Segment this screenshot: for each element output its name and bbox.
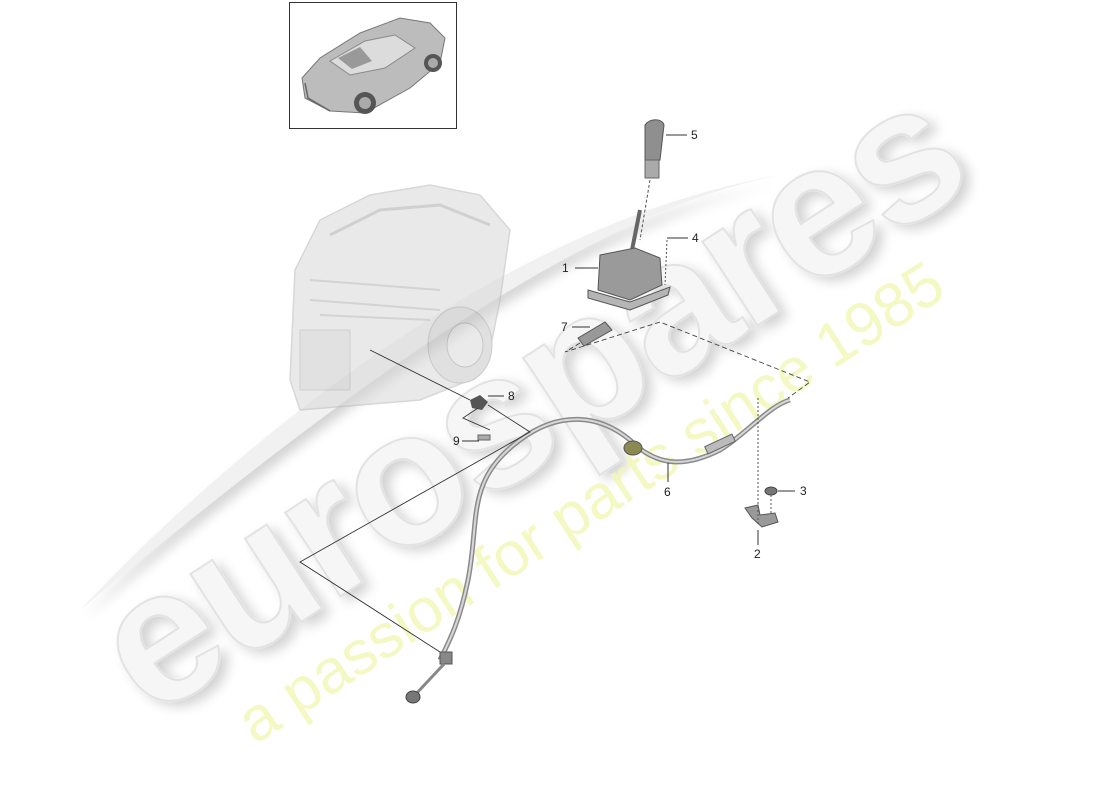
callout-3[interactable]: 3	[800, 484, 807, 498]
bolt-part	[477, 434, 491, 441]
nut-part	[764, 486, 778, 496]
transmission-bracket-part	[470, 395, 488, 410]
callout-8[interactable]: 8	[508, 389, 515, 403]
cable-end-part	[405, 651, 453, 704]
selector-cable-part	[437, 397, 791, 662]
cable-clip-part	[577, 321, 613, 347]
callout-2[interactable]: 2	[754, 547, 761, 561]
callout-1[interactable]: 1	[562, 261, 569, 275]
callout-7[interactable]: 7	[561, 320, 568, 334]
gear-knob-part	[644, 119, 665, 179]
cable-bracket-part	[744, 504, 779, 528]
transmission-part	[289, 184, 511, 411]
shift-housing-part	[587, 209, 671, 311]
callout-4[interactable]: 4	[692, 231, 699, 245]
vehicle-thumbnail	[289, 2, 457, 129]
callout-6[interactable]: 6	[664, 485, 671, 499]
callout-5[interactable]: 5	[691, 128, 698, 142]
callout-9[interactable]: 9	[453, 434, 460, 448]
car-icon	[301, 17, 446, 114]
